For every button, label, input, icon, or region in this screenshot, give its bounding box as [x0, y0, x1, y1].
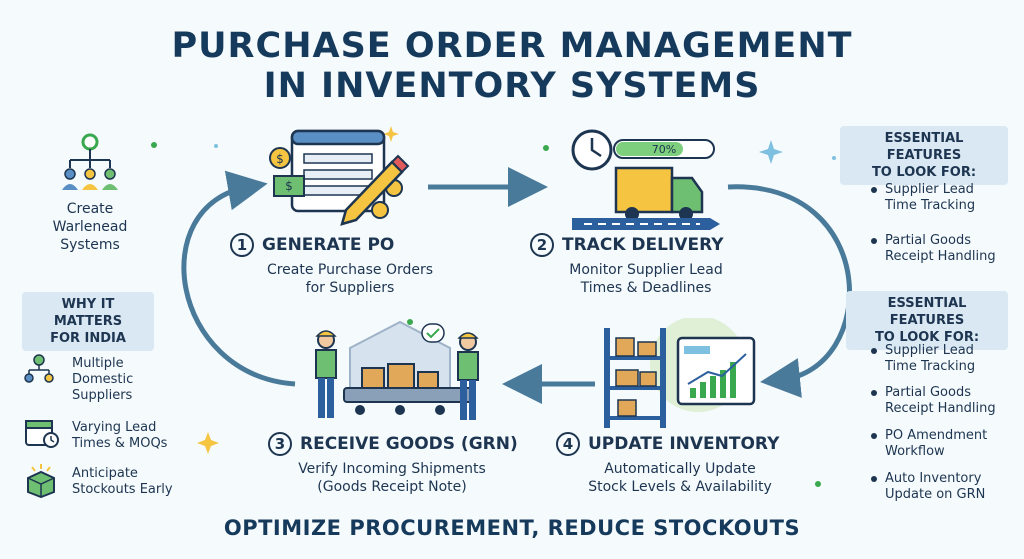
feature-2-4: Auto Inventory Update on GRN	[871, 471, 986, 503]
step-2-label: TRACK DELIVERY	[562, 235, 724, 255]
stockouts-line-2: Stockouts Early	[72, 482, 173, 497]
step-2-desc-line-1: Monitor Supplier Lead	[569, 262, 723, 278]
sparkle-1	[759, 140, 783, 164]
features-box-1-line-1: ESSENTIAL FEATURES	[884, 131, 964, 163]
track-delivery-illustration	[571, 129, 720, 230]
dot-1	[151, 142, 157, 148]
suppliers-line-3: Suppliers	[72, 388, 133, 403]
sparkle-2	[197, 432, 219, 454]
suppliers-line-2: Domestic	[72, 372, 134, 387]
feature-1-2: Partial Goods Receipt Handling	[871, 233, 996, 265]
calendar-icon	[25, 420, 59, 448]
feature-2-2-line-2: Receipt Handling	[885, 401, 996, 416]
bottom-tagline: OPTIMIZE PROCUREMENT, REDUCE STOCKOUTS	[223, 516, 801, 540]
feature-2-2-line-1: Partial Goods	[885, 385, 971, 400]
step-3-desc-line-1: Verify Incoming Shipments	[298, 461, 486, 477]
essential-features-box-1: ESSENTIAL FEATURES TO LOOK FOR:	[840, 126, 1008, 185]
features-box-2-line-2: TO LOOK FOR:	[874, 330, 980, 345]
left-item-stockouts: Anticipate Stockouts Early	[72, 466, 173, 498]
feature-2-3-line-1: PO Amendment	[885, 428, 988, 443]
box-alert-icon	[27, 464, 55, 498]
step-4-desc-line-2: Stock Levels & Availability	[588, 479, 772, 495]
receive-goods-illustration	[315, 320, 479, 420]
feature-2-1: Supplier Lead Time Tracking	[871, 343, 976, 375]
dot-3	[543, 145, 549, 151]
arrow-3-to-1	[181, 170, 296, 387]
feature-2-2: Partial Goods Receipt Handling	[871, 385, 996, 417]
features-box-1-line-2: TO LOOK FOR:	[871, 165, 977, 180]
feature-2-3-line-2: Workflow	[885, 444, 945, 459]
lead-times-line-1: Varying Lead	[72, 420, 157, 435]
lead-times-line-2: Times & MOQs	[72, 436, 168, 451]
title-line-2: IN INVENTORY SYSTEMS	[263, 66, 761, 106]
why-line-2: FOR INDIA	[50, 331, 126, 346]
step-4-desc: Automatically Update Stock Levels & Avai…	[560, 460, 800, 496]
arrow-2-to-4	[727, 184, 852, 398]
why-line-1: WHY IT MATTERS	[53, 297, 123, 329]
dot-4	[815, 481, 821, 487]
step-1-label: GENERATE PO	[262, 235, 395, 255]
generate-po-illustration: $ $	[269, 129, 410, 226]
title-line-1: PURCHASE ORDER MANAGEMENT	[171, 26, 853, 66]
svg-text:$: $	[276, 152, 284, 166]
feature-1-2-line-1: Partial Goods	[885, 233, 971, 248]
progress-label: 70%	[651, 143, 677, 156]
suppliers-icon	[24, 354, 54, 383]
feature-1-2-line-2: Receipt Handling	[885, 249, 996, 264]
step-2-desc-line-2: Times & Deadlines	[580, 280, 712, 296]
dot-6	[832, 156, 836, 160]
step-3-desc: Verify Incoming Shipments (Goods Receipt…	[272, 460, 512, 496]
stockouts-line-1: Anticipate	[72, 466, 138, 481]
feature-2-3: PO Amendment Workflow	[871, 428, 988, 460]
step-4-number: 4	[556, 432, 580, 456]
dot-5	[407, 319, 413, 325]
essential-features-box-2: ESSENTIAL FEATURES TO LOOK FOR:	[846, 291, 1008, 350]
step-3-desc-line-2: (Goods Receipt Note)	[317, 479, 467, 495]
create-line-2: Warlenead	[52, 219, 128, 235]
create-systems-label: Create Warlenead Systems	[40, 200, 140, 254]
step-3-label: RECEIVE GOODS (GRN)	[300, 434, 518, 454]
step-2-title: 2 TRACK DELIVERY	[530, 233, 724, 257]
feature-2-1-line-2: Time Tracking	[885, 359, 976, 374]
suppliers-line-1: Multiple	[72, 356, 124, 371]
step-2-number: 2	[530, 233, 554, 257]
step-1-title: 1 GENERATE PO	[230, 233, 394, 257]
step-3-number: 3	[268, 432, 292, 456]
step-1-desc-line-1: Create Purchase Orders	[266, 262, 434, 278]
svg-text:$: $	[285, 179, 293, 193]
left-item-suppliers: Multiple Domestic Suppliers	[72, 356, 133, 404]
feature-1-1: Supplier Lead Time Tracking	[871, 182, 976, 214]
step-4-label: UPDATE INVENTORY	[588, 434, 780, 454]
feature-1-1-line-1: Supplier Lead	[885, 182, 974, 197]
feature-1-1-line-2: Time Tracking	[885, 198, 976, 213]
step-2-desc: Monitor Supplier Lead Times & Deadlines	[526, 261, 766, 297]
step-1-number: 1	[230, 233, 254, 257]
org-chart-icon	[62, 133, 118, 190]
feature-2-4-line-1: Auto Inventory	[885, 471, 982, 486]
step-4-desc-line-1: Automatically Update	[604, 461, 756, 477]
feature-2-4-line-2: Update on GRN	[885, 487, 986, 502]
left-item-lead-times: Varying Lead Times & MOQs	[72, 420, 167, 452]
feature-2-1-line-1: Supplier Lead	[885, 343, 974, 358]
progress-fill	[616, 142, 683, 156]
step-3-title: 3 RECEIVE GOODS (GRN)	[268, 432, 518, 456]
create-line-1: Create	[66, 201, 114, 217]
sparkle-3	[383, 126, 399, 142]
why-it-matters-box: WHY IT MATTERS FOR INDIA	[22, 292, 154, 351]
update-inventory-illustration	[604, 318, 756, 428]
create-line-3: Systems	[60, 237, 120, 253]
step-1-desc: Create Purchase Orders for Suppliers	[230, 261, 470, 297]
step-1-desc-line-2: for Suppliers	[305, 280, 395, 296]
dot-2	[214, 144, 218, 148]
features-box-2-line-1: ESSENTIAL FEATURES	[887, 296, 967, 328]
step-4-title: 4 UPDATE INVENTORY	[556, 432, 779, 456]
